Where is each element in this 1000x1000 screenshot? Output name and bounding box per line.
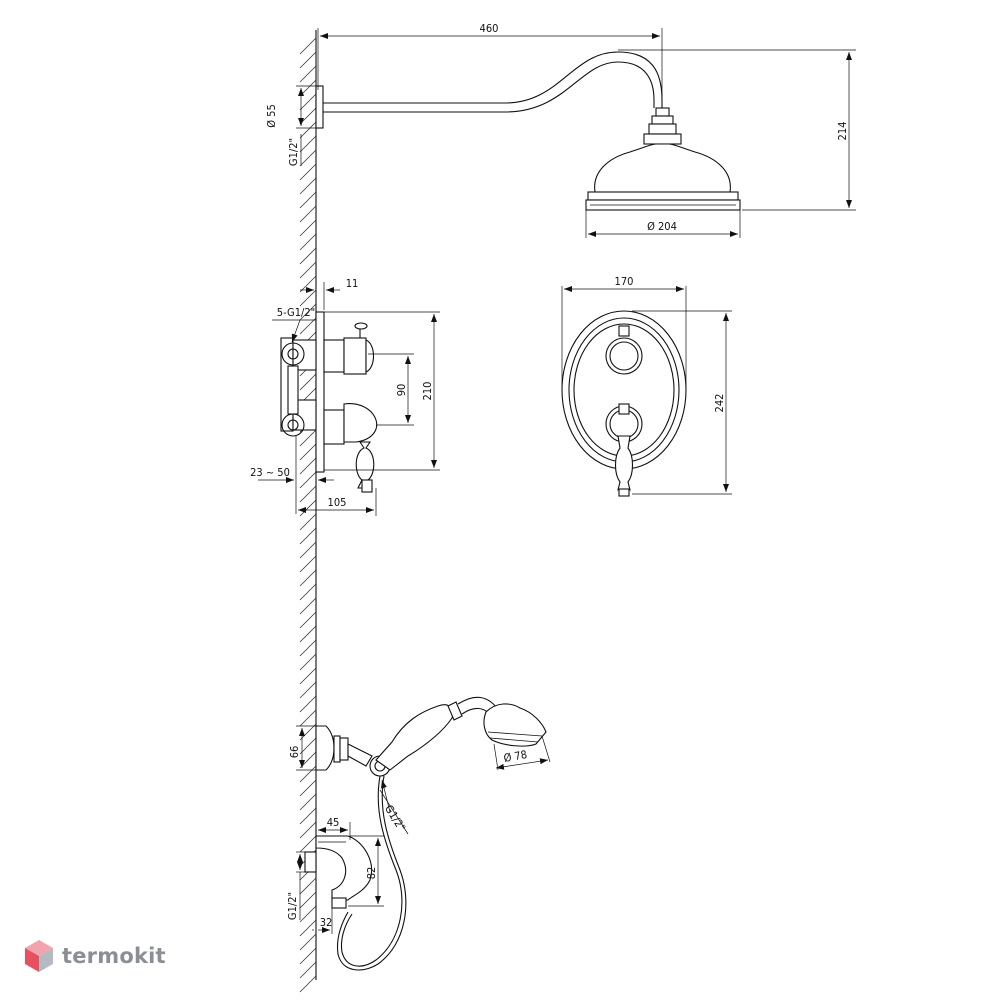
dim-mixer-inlets-label: 5-G1/2" <box>277 306 315 319</box>
dim-elbow-offset-label: 32 <box>320 916 333 929</box>
dim-install-depth: 23 ~ 50 <box>250 436 334 514</box>
wall <box>299 30 317 993</box>
shower-arm <box>315 51 674 129</box>
hand-shower <box>375 696 547 771</box>
dim-plate-height: 242 <box>632 310 732 495</box>
dim-elbow-thread: G1/2" <box>286 851 306 920</box>
dim-elbow-thread-label: G1/2" <box>286 892 299 920</box>
dim-holder-height: 66 <box>288 725 318 771</box>
dim-holder-thread: G1/2" <box>379 779 409 835</box>
dim-install-depth-label: 23 ~ 50 <box>250 466 290 479</box>
logo-text: termokit <box>62 944 166 968</box>
dim-plate-height-label: 242 <box>713 394 726 413</box>
dim-mixer-projection: 105 <box>298 488 377 516</box>
dim-flange-diameter: Ø 55 G1/2" <box>265 85 322 166</box>
dim-arm-length-label: 460 <box>480 22 499 35</box>
dim-head-diameter-label: Ø 204 <box>647 220 677 233</box>
dim-plate-width: 170 <box>561 275 687 388</box>
dim-plate-thickness-label: 11 <box>346 277 359 290</box>
dim-mixer-height: 210 <box>324 311 440 471</box>
dim-handle-spacing-label: 90 <box>395 384 408 397</box>
dim-plate-thickness: 11 <box>300 277 358 310</box>
wall-hatching <box>299 37 317 993</box>
mixer-side-view <box>280 311 378 493</box>
dim-elbow-offset: 32 <box>312 908 333 934</box>
mixer-front-view <box>561 310 687 497</box>
dim-flange-diameter-label: Ø 55 <box>265 104 278 128</box>
hand-shower-holder <box>315 725 391 777</box>
logo-cube-icon <box>25 940 53 972</box>
dim-mixer-inlets: 5-G1/2" <box>272 306 316 343</box>
dim-elbow-height-label: 82 <box>365 867 378 880</box>
dim-hand-shower-diameter-label: Ø 78 <box>503 748 528 765</box>
dim-mixer-height-label: 210 <box>421 382 434 401</box>
brand-logo: termokit <box>24 936 166 976</box>
dim-holder-height-label: 66 <box>288 746 301 759</box>
wall-elbow <box>304 835 372 909</box>
dim-head-diameter: Ø 204 <box>585 210 741 238</box>
shower-hose <box>340 775 403 967</box>
dim-mixer-projection-label: 105 <box>328 496 347 509</box>
dim-plate-width-label: 170 <box>615 275 634 288</box>
dim-hand-shower-diameter: Ø 78 <box>493 735 551 771</box>
dim-elbow-height: 82 <box>348 835 384 907</box>
dim-handle-spacing: 90 <box>368 353 414 426</box>
dim-head-height-label: 214 <box>836 122 849 141</box>
rain-shower-head <box>585 123 741 211</box>
dim-elbow-width: 45 <box>315 816 351 840</box>
dim-head-height: 214 <box>618 49 856 211</box>
dim-arm-thread-label: G1/2" <box>287 138 300 166</box>
dim-elbow-width-label: 45 <box>327 816 340 829</box>
dim-arm-length: 460 <box>317 22 663 108</box>
